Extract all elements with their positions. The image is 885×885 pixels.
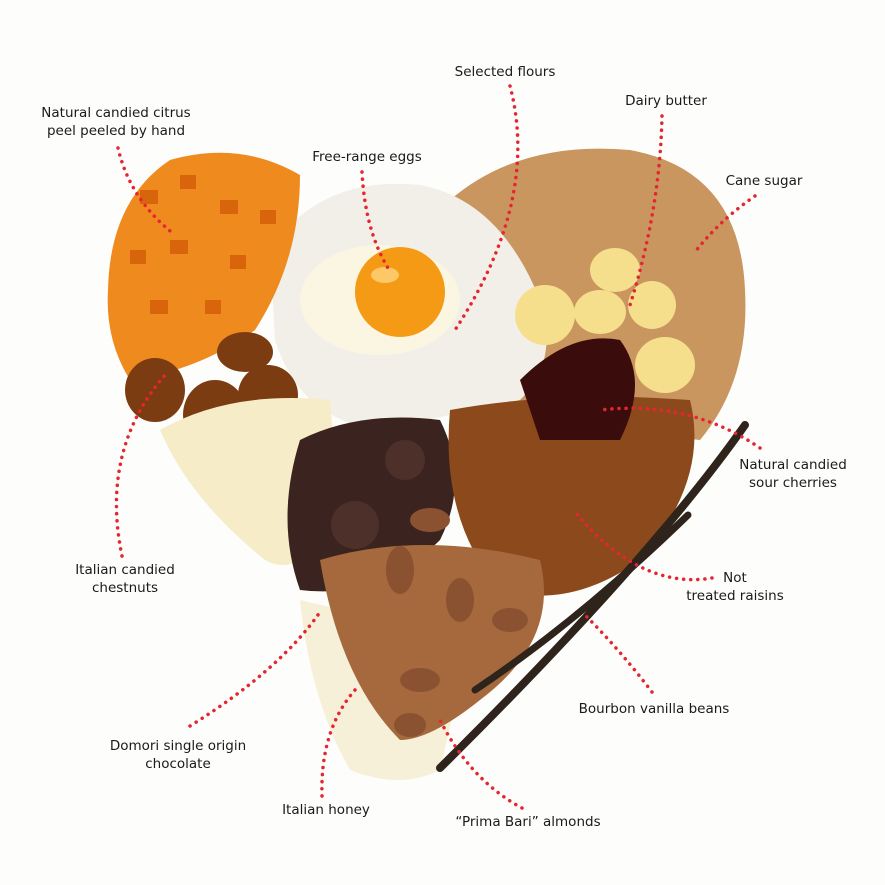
chocolate-drop	[385, 440, 425, 480]
leader-lines	[114, 84, 762, 810]
leader-chestnuts	[114, 373, 167, 558]
label-vanilla: Bourbon vanilla beans	[578, 701, 730, 717]
label-line: sour cherries	[749, 475, 837, 491]
label-almonds: “Prima Bari” almonds	[455, 814, 601, 830]
label-honey: Italian honey	[282, 802, 370, 818]
raisins	[448, 396, 695, 596]
egg-yolk	[355, 247, 445, 337]
citrus-pieces	[130, 175, 276, 314]
leader-cherries	[598, 406, 762, 450]
leader-butter	[628, 114, 664, 307]
label-line: peel peeled by hand	[46, 123, 186, 139]
butter-curls	[515, 248, 695, 393]
label-sugar: Cane sugar	[725, 173, 803, 189]
almond-pieces	[386, 508, 528, 737]
label-line: Italian candied	[75, 562, 175, 578]
label-cherries: Natural candied sour cherries	[739, 456, 847, 492]
sour-cherries	[520, 338, 635, 440]
almonds	[320, 545, 544, 740]
label-citrus: Natural candied citrus peel peeled by ha…	[41, 104, 190, 140]
label-chocolate: Domori single origin chocolate	[110, 737, 246, 773]
yolk-highlight	[371, 267, 399, 283]
label-butter: Dairy butter	[625, 93, 707, 109]
label-line: Not	[723, 570, 747, 586]
leader-almonds	[438, 718, 524, 810]
label-line: treated raisins	[686, 588, 784, 604]
label-flours: Selected flours	[454, 64, 556, 80]
label-chestnuts: Italian candied chestnuts	[75, 561, 175, 597]
label-line: Natural candied citrus	[41, 105, 191, 121]
label-line: Domori single origin	[109, 738, 247, 754]
leader-eggs	[360, 170, 390, 270]
leader-honey	[320, 688, 357, 798]
candied-citrus-peel	[107, 152, 300, 380]
leader-vanilla	[583, 613, 654, 694]
leader-chocolate	[188, 610, 322, 728]
label-line: Natural candied	[739, 457, 847, 473]
leader-flours	[453, 84, 520, 332]
label-line: chestnuts	[91, 580, 159, 596]
label-eggs: Free-range eggs	[312, 149, 422, 165]
leader-raisins	[573, 510, 714, 582]
vanilla-bean	[471, 511, 692, 694]
chocolate-drop	[331, 501, 379, 549]
label-line: chocolate	[145, 756, 211, 772]
leader-sugar	[693, 194, 757, 254]
label-raisins: Not treated raisins	[686, 569, 784, 605]
